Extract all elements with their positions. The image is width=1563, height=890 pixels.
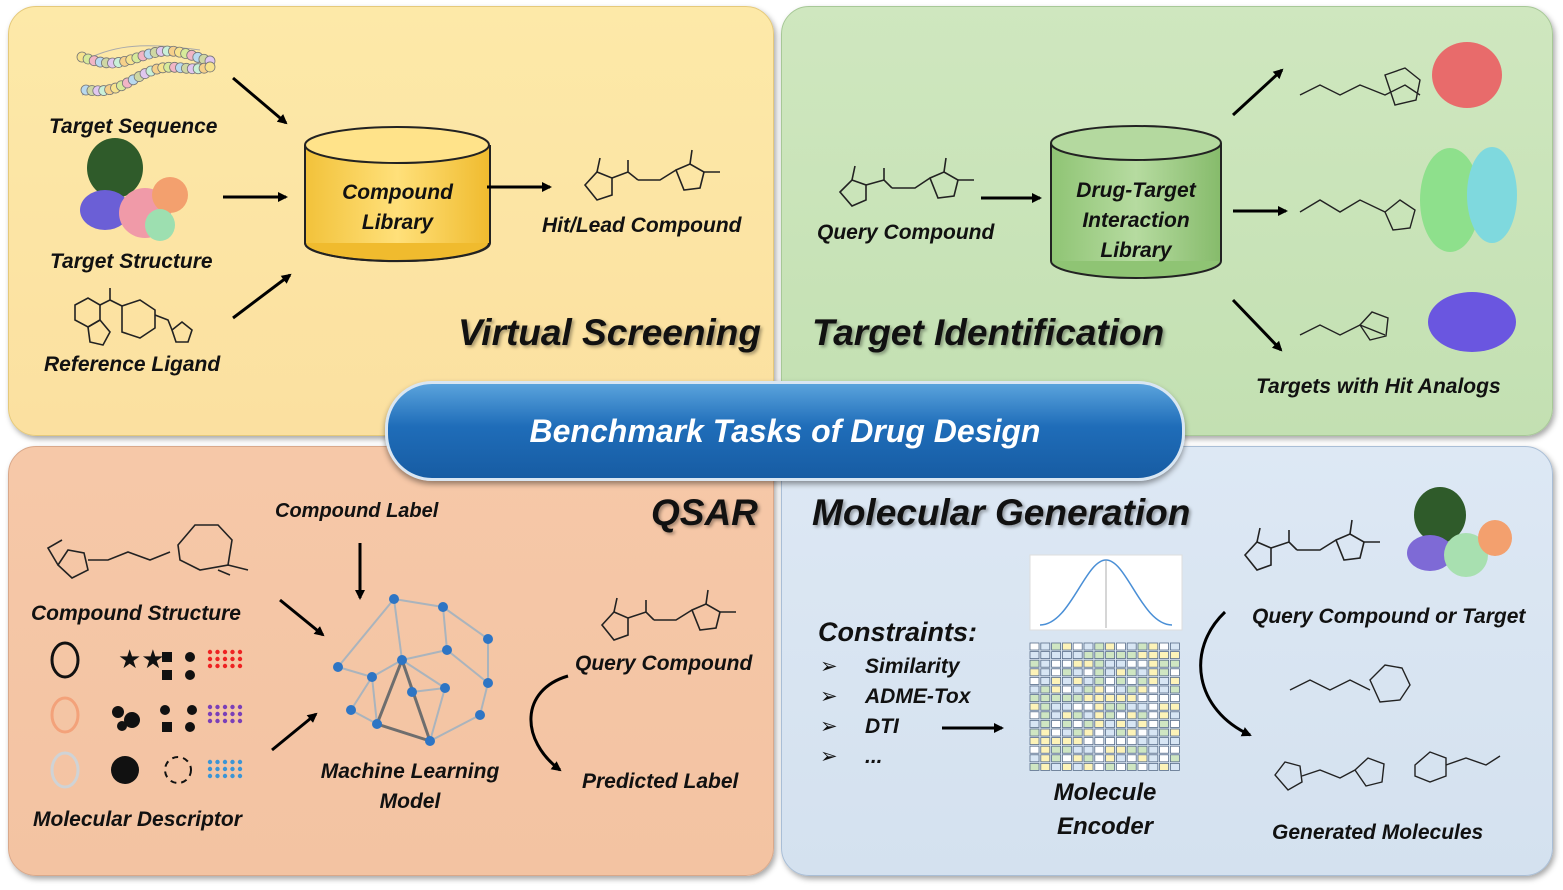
mg-query-label: Query Compound or Target: [1252, 605, 1526, 628]
banner: Benchmark Tasks of Drug Design: [385, 381, 1185, 481]
descriptor-dot-grids: [207, 649, 243, 779]
virtual-screening-title: Virtual Screening: [458, 312, 761, 353]
dti-library-label: Drug-Target Interaction Library: [1051, 176, 1221, 266]
ml-model-line2: Model: [379, 790, 441, 813]
ml-model-label: Machine Learning Model: [300, 757, 520, 817]
target-protein-icons: [1420, 42, 1517, 352]
mg-query-compound-icon: [1243, 519, 1380, 571]
banner-title: Benchmark Tasks of Drug Design: [529, 412, 1041, 449]
compound-label-label: Compound Label: [275, 500, 439, 522]
analog-molecules: [1299, 67, 1421, 341]
predicted-label-label: Predicted Label: [582, 770, 739, 793]
ml-model-line1: Machine Learning: [320, 760, 500, 783]
target-identification-title: Target Identification: [812, 312, 1165, 353]
generated-molecules-label: Generated Molecules: [1272, 821, 1484, 844]
svg-text:★★: ★★: [118, 644, 165, 674]
ti-query-compound-label: Query Compound: [817, 221, 995, 244]
constraint-item: ➢Similarity: [820, 655, 960, 678]
bell-curve-chart: [1029, 554, 1183, 631]
constraints-list: ➢Similarity ➢ADME-Tox ➢DTI ➢...: [820, 654, 970, 774]
machine-learning-network: [333, 594, 493, 746]
dti-library-cylinder: [1050, 125, 1222, 279]
molecule-encoder-matrix: [1029, 642, 1180, 771]
target-structure-label: Target Structure: [50, 250, 213, 273]
molecular-generation-title: Molecular Generation: [812, 492, 1191, 533]
dti-library-line3: Library: [1100, 239, 1172, 262]
constraint-item: ➢...: [820, 745, 883, 768]
generated-molecules-icons: [1274, 664, 1501, 791]
hit-lead-compound-label: Hit/Lead Compound: [542, 214, 742, 237]
qsar-title: QSAR: [651, 492, 758, 533]
qsar-query-compound-icon: [600, 589, 736, 641]
qsar-query-compound-label: Query Compound: [575, 652, 753, 675]
dti-library-line1: Drug-Target: [1076, 179, 1196, 202]
constraint-item: ➢ADME-Tox: [820, 685, 971, 708]
encoder-line2: Encoder: [1056, 813, 1154, 840]
molecular-descriptor-label: Molecular Descriptor: [33, 808, 242, 831]
dti-library-line2: Interaction: [1082, 209, 1190, 232]
target-sequence-icon: [76, 45, 216, 97]
constraints-title: Constraints:: [818, 617, 978, 647]
encoder-line1: Molecule: [1053, 779, 1157, 806]
compound-structure-icon: [46, 524, 249, 579]
target-sequence-label: Target Sequence: [49, 115, 218, 138]
hit-lead-compound-icon: [583, 149, 720, 201]
compound-structure-label: Compound Structure: [31, 602, 241, 625]
constraint-item: ➢DTI: [820, 715, 899, 738]
target-structure-icon: [80, 138, 188, 241]
reference-ligand-icon: [74, 288, 193, 346]
compound-library-label: Compound Library: [305, 178, 490, 238]
compound-library-line2: Library: [361, 211, 434, 234]
reference-ligand-label: Reference Ligand: [44, 353, 221, 376]
compound-library-cylinder: [304, 126, 491, 263]
fingerprint-icons: ★★: [50, 641, 197, 789]
query-compound-icon: [838, 157, 974, 207]
qsar-panel: [8, 446, 774, 876]
mg-target-protein-icon: [1407, 487, 1512, 577]
targets-with-hit-analogs-label: Targets with Hit Analogs: [1256, 375, 1501, 398]
compound-library-line1: Compound: [342, 181, 453, 204]
molecule-encoder-label: Molecule Encoder: [1010, 776, 1200, 844]
